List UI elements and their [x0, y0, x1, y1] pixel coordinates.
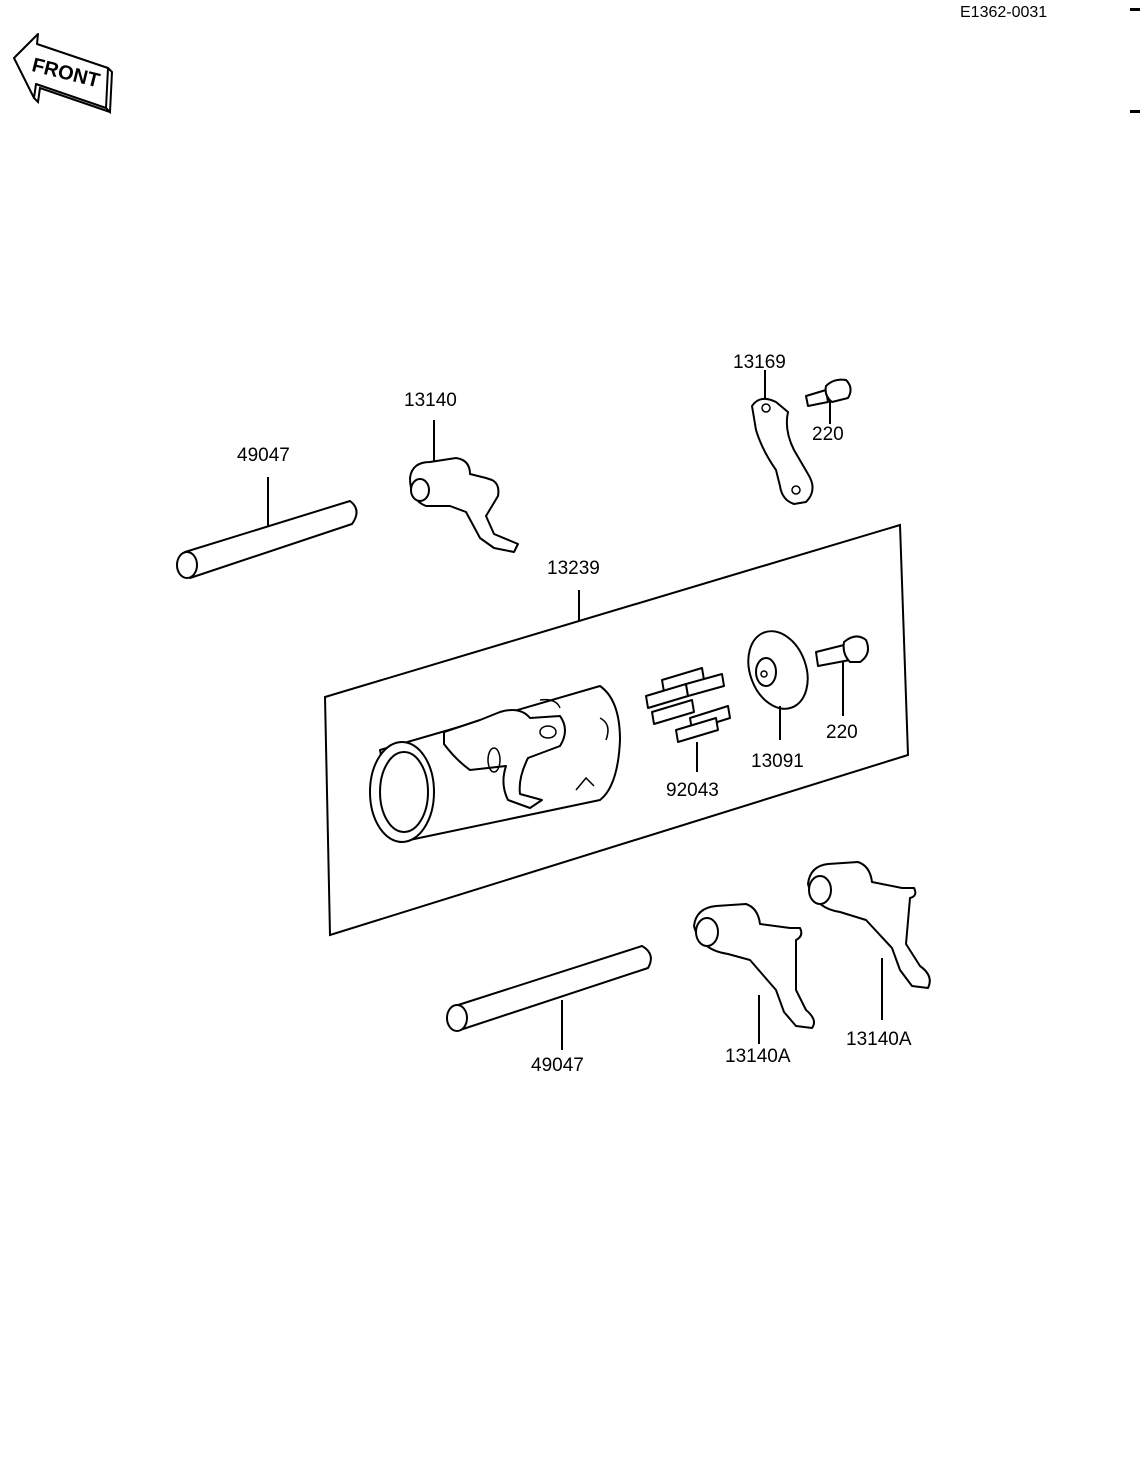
pins: 92043	[645, 667, 731, 801]
edge-mark	[1130, 8, 1140, 11]
part-label-plate: 13169	[733, 352, 786, 373]
fork-upper: 13140	[404, 390, 519, 553]
drum-assembly: 13239	[323, 523, 910, 937]
part-label-cam: 13091	[751, 751, 804, 772]
shaft-lower: 49047	[446, 945, 652, 1076]
part-label-shaft-lower: 49047	[531, 1055, 584, 1076]
part-label-bolt-lower: 220	[826, 722, 858, 743]
shaft-upper: 49047	[176, 445, 358, 579]
shift-drum	[369, 685, 621, 843]
cam: 13091	[747, 630, 809, 772]
part-label-pins: 92043	[666, 780, 719, 801]
bolt-lower: 220	[815, 635, 869, 743]
fork-lower-left: 13140A	[693, 903, 815, 1067]
plate: 13169	[733, 352, 814, 505]
part-label-fork-lower-right: 13140A	[846, 1029, 912, 1050]
part-label-fork-lower-left: 13140A	[725, 1046, 791, 1067]
bolt-upper: 220	[805, 378, 852, 445]
part-label-shaft-upper: 49047	[237, 445, 290, 466]
diagram-code: E1362-0031	[960, 4, 1047, 21]
edge-mark	[1130, 110, 1140, 113]
part-label-drum-assembly: 13239	[547, 558, 600, 579]
front-arrow-icon: FRONT	[13, 33, 114, 115]
fork-lower-right: 13140A	[807, 861, 931, 1050]
part-label-fork-upper: 13140	[404, 390, 457, 411]
part-label-bolt-upper: 220	[812, 424, 844, 445]
